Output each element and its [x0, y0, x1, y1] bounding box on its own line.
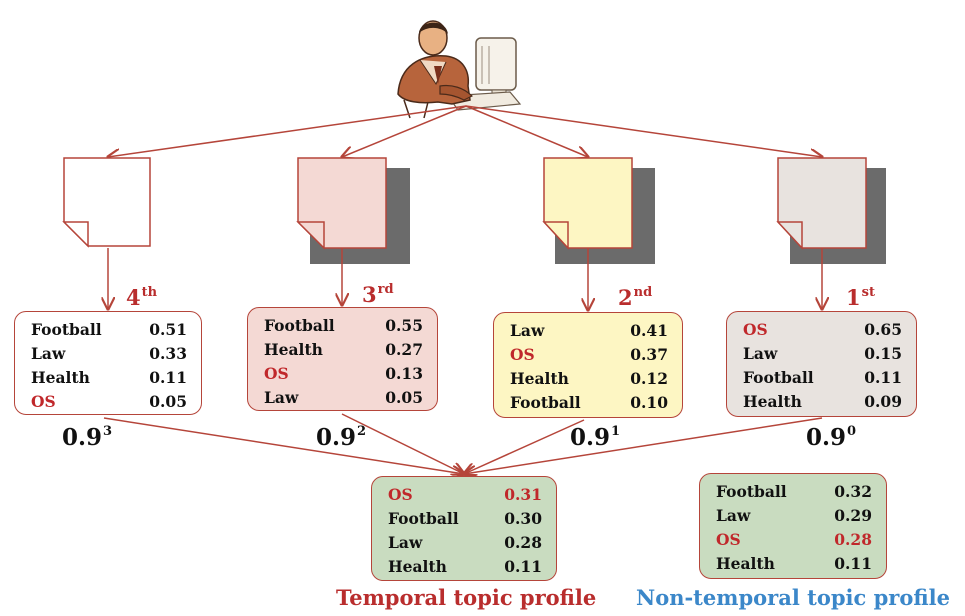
rank-label-3rd: 3rd — [362, 282, 394, 307]
document-1st — [776, 157, 886, 264]
non-temporal-profile-caption: Non-temporal topic profile — [636, 585, 950, 610]
decay-weight-3rd: 0.92 — [316, 424, 367, 451]
user-to-document-edges — [108, 105, 822, 157]
rank-label-4th: 4th — [126, 285, 158, 310]
decay-weight-4th: 0.93 — [62, 424, 113, 451]
user-at-computer-icon — [397, 20, 522, 119]
temporal-profile-caption: Temporal topic profile — [336, 585, 597, 610]
rank-label-1st: 1st — [846, 285, 875, 310]
decay-weight-1st: 0.90 — [806, 424, 857, 451]
document-3rd — [296, 157, 410, 264]
document-4th — [62, 157, 151, 248]
rank-label-2nd: 2nd — [618, 285, 653, 310]
aggregation-edges — [103, 413, 823, 474]
document-2nd — [542, 157, 655, 264]
document-to-topic-edges — [108, 248, 822, 310]
decay-weight-2nd: 0.91 — [570, 424, 621, 451]
